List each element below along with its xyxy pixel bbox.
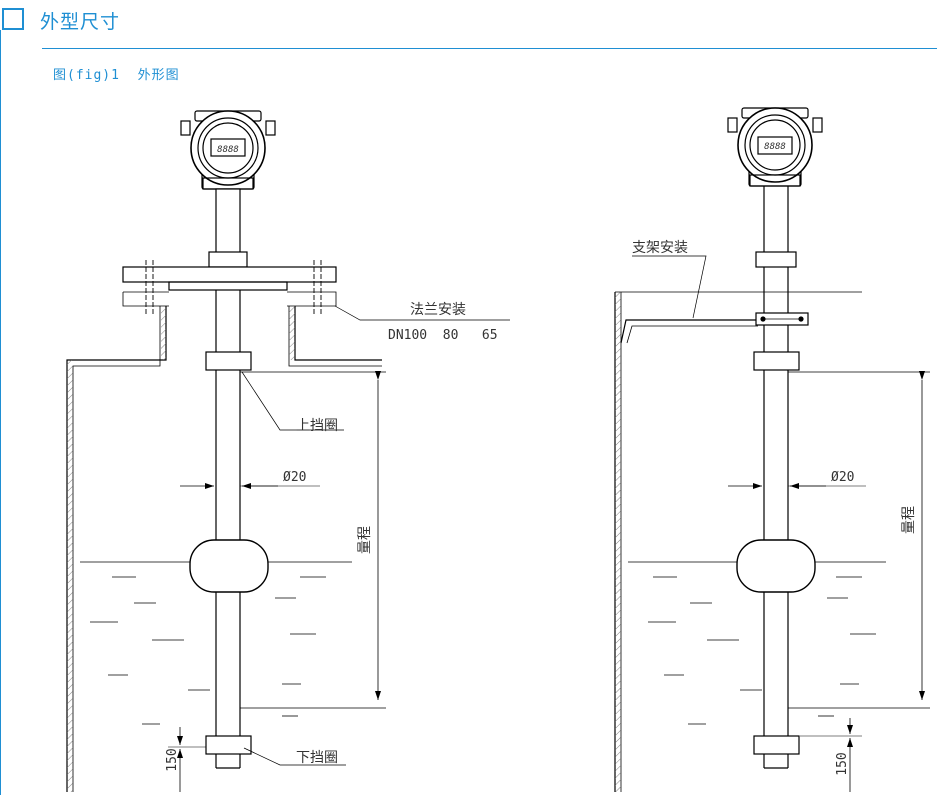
left-view: 8888 [66,110,510,792]
page-left-border [0,30,1,795]
figure-caption: 图(fig)1 外形图 [53,68,180,83]
transmitter-head-icon [727,107,823,187]
right-view: 8888 [614,107,930,792]
flange-mount-label: 法兰安装 [410,302,466,318]
transmitter-head-icon [180,110,276,190]
left-range-label: 量程 [357,526,373,554]
flange-size-list: DN100 80 65 [388,328,498,343]
right-diameter-label: Ø20 [831,470,854,485]
section-title: 外型尺寸 [40,11,121,33]
left-diameter-label: Ø20 [283,470,306,485]
right-bottom-dim: 150 [835,752,850,775]
lower-ring-label: 下挡圈 [296,750,338,766]
left-display-digits: 8888 [217,145,239,155]
bracket-mount-label: 支架安装 [632,240,688,256]
left-bottom-dim: 150 [165,748,180,771]
section-header: 外型尺寸 [0,0,937,52]
section-marker-icon [2,8,24,30]
right-display-digits: 8888 [764,142,786,152]
upper-ring-label: 上挡圈 [296,418,338,434]
right-range-label: 量程 [901,506,917,534]
header-divider [42,48,937,49]
